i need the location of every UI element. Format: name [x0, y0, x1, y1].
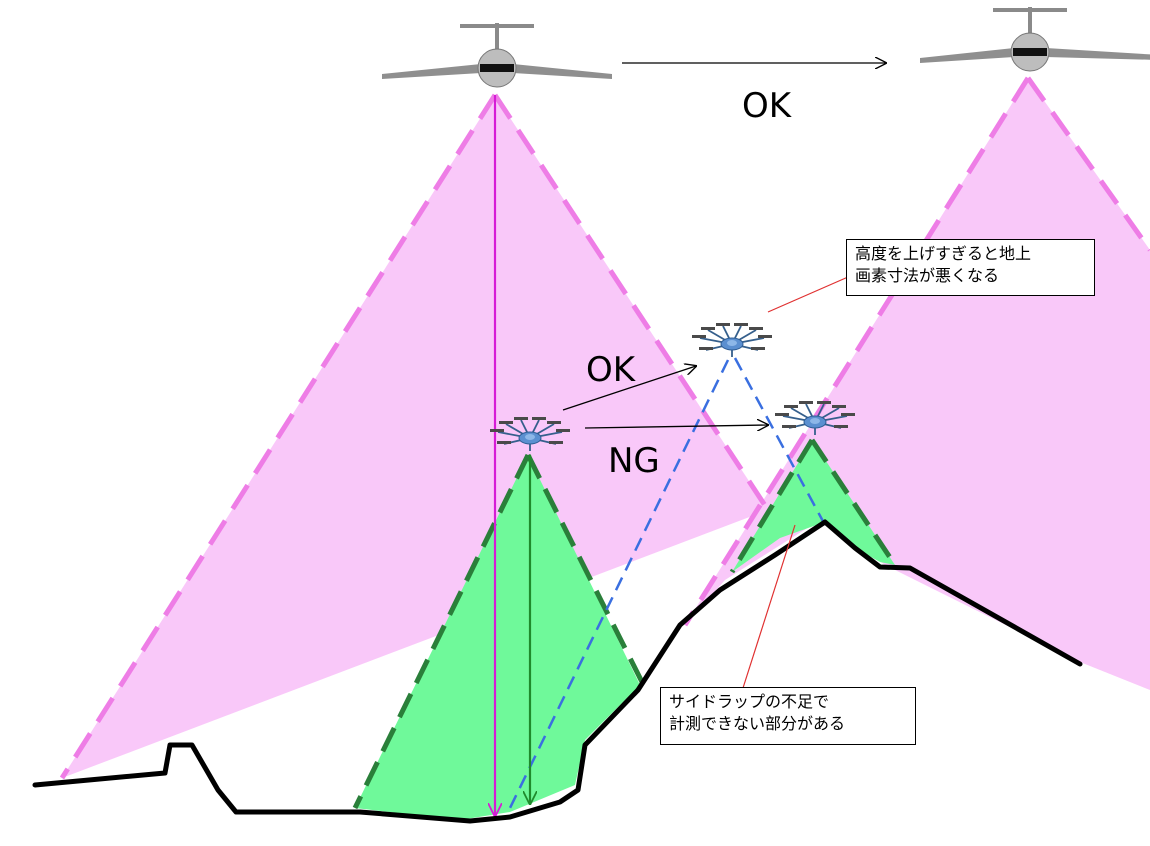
raised-drone-view-line — [733, 357, 827, 526]
drone-ok-label: OK — [586, 350, 637, 390]
drone-left-coverage — [355, 455, 640, 820]
altitude-note-leader — [767, 276, 849, 313]
sidelap-note-leader — [742, 524, 796, 689]
drone-left-coverage-edge — [352, 453, 531, 810]
airplane-icon — [382, 23, 612, 88]
terrain-profile — [32, 519, 1083, 824]
drone-left-coverage-edge — [525, 453, 645, 684]
airplane-right-coverage-edge — [1025, 76, 1150, 252]
drone-ng-label: NG — [608, 441, 660, 481]
sidelap-warning-line: サイドラップの不足で — [669, 692, 830, 711]
altitude-warning-line: 画素寸法が悪くなる — [855, 266, 1000, 285]
sidelap-warning-note: サイドラップの不足で 計測できない部分がある — [660, 687, 916, 745]
drone-right-coverage-edge — [729, 438, 815, 574]
multicopter-drone-icon — [691, 322, 773, 358]
altitude-warning-note: 高度を上げすぎると地上 画素寸法が悪くなる — [846, 239, 1095, 296]
sidelap-warning-line: 計測できない部分がある — [669, 714, 846, 733]
airplane-ok-label: OK — [742, 86, 793, 126]
drone-ng-arrow — [584, 425, 768, 428]
raised-drone-view-line — [508, 359, 730, 809]
airplane-left-coverage — [62, 95, 768, 778]
drone-right-coverage-edge — [809, 438, 898, 567]
airplane-icon — [920, 7, 1150, 72]
airplane-left-coverage-edge — [59, 93, 498, 780]
altitude-warning-line: 高度を上げすぎると地上 — [855, 244, 1032, 263]
airplane-right-coverage — [685, 78, 1150, 690]
airplane-right-coverage-edge — [682, 76, 1031, 627]
drone-ok-arrow — [562, 366, 696, 411]
